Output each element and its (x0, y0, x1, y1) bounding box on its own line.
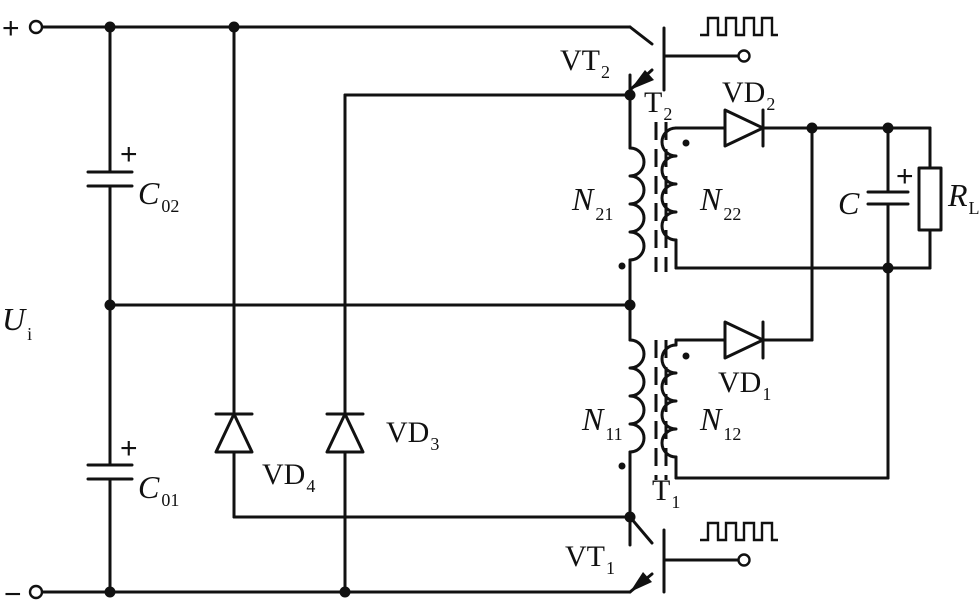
output-capacitor (866, 126, 910, 480)
load-resistor (917, 126, 943, 270)
vd2-diode (716, 108, 932, 148)
c02-polarity: + (120, 138, 138, 171)
vd3-branch (325, 93, 632, 594)
vt1-pulse-icon (700, 521, 778, 542)
vt1-base-terminal (737, 553, 751, 567)
junction-dots (104, 21, 894, 598)
capacitor-column (86, 25, 134, 594)
vt1-transistor (628, 515, 740, 594)
c-polarity: + (896, 160, 914, 193)
minus-input-label: − (4, 578, 22, 601)
plus-input-label: + (2, 12, 20, 45)
positive-terminal (28, 19, 44, 35)
vt2-label: VT2 (560, 44, 610, 82)
vd1-label: VD1 (718, 366, 771, 404)
vt2-pulse-icon (700, 16, 778, 37)
vt2-base-terminal (737, 49, 751, 63)
vd4-label: VD4 (262, 458, 315, 496)
vd4-branch (214, 25, 632, 519)
c01-polarity: + (120, 432, 138, 465)
t1-label: T1 (652, 474, 680, 512)
secondary-n12 (660, 338, 890, 480)
c-label: C (838, 185, 860, 221)
vd1-diode (716, 126, 814, 360)
vt2-transistor (628, 25, 740, 92)
vd2-label: VD2 (722, 76, 775, 114)
rl-label: RL (947, 177, 980, 218)
polarity-dots (618, 139, 690, 470)
t2-label: T2 (644, 86, 672, 124)
primary-column (628, 73, 646, 547)
vd3-label: VD3 (386, 416, 439, 454)
vt1-label: VT1 (565, 540, 615, 578)
negative-terminal (28, 584, 44, 600)
